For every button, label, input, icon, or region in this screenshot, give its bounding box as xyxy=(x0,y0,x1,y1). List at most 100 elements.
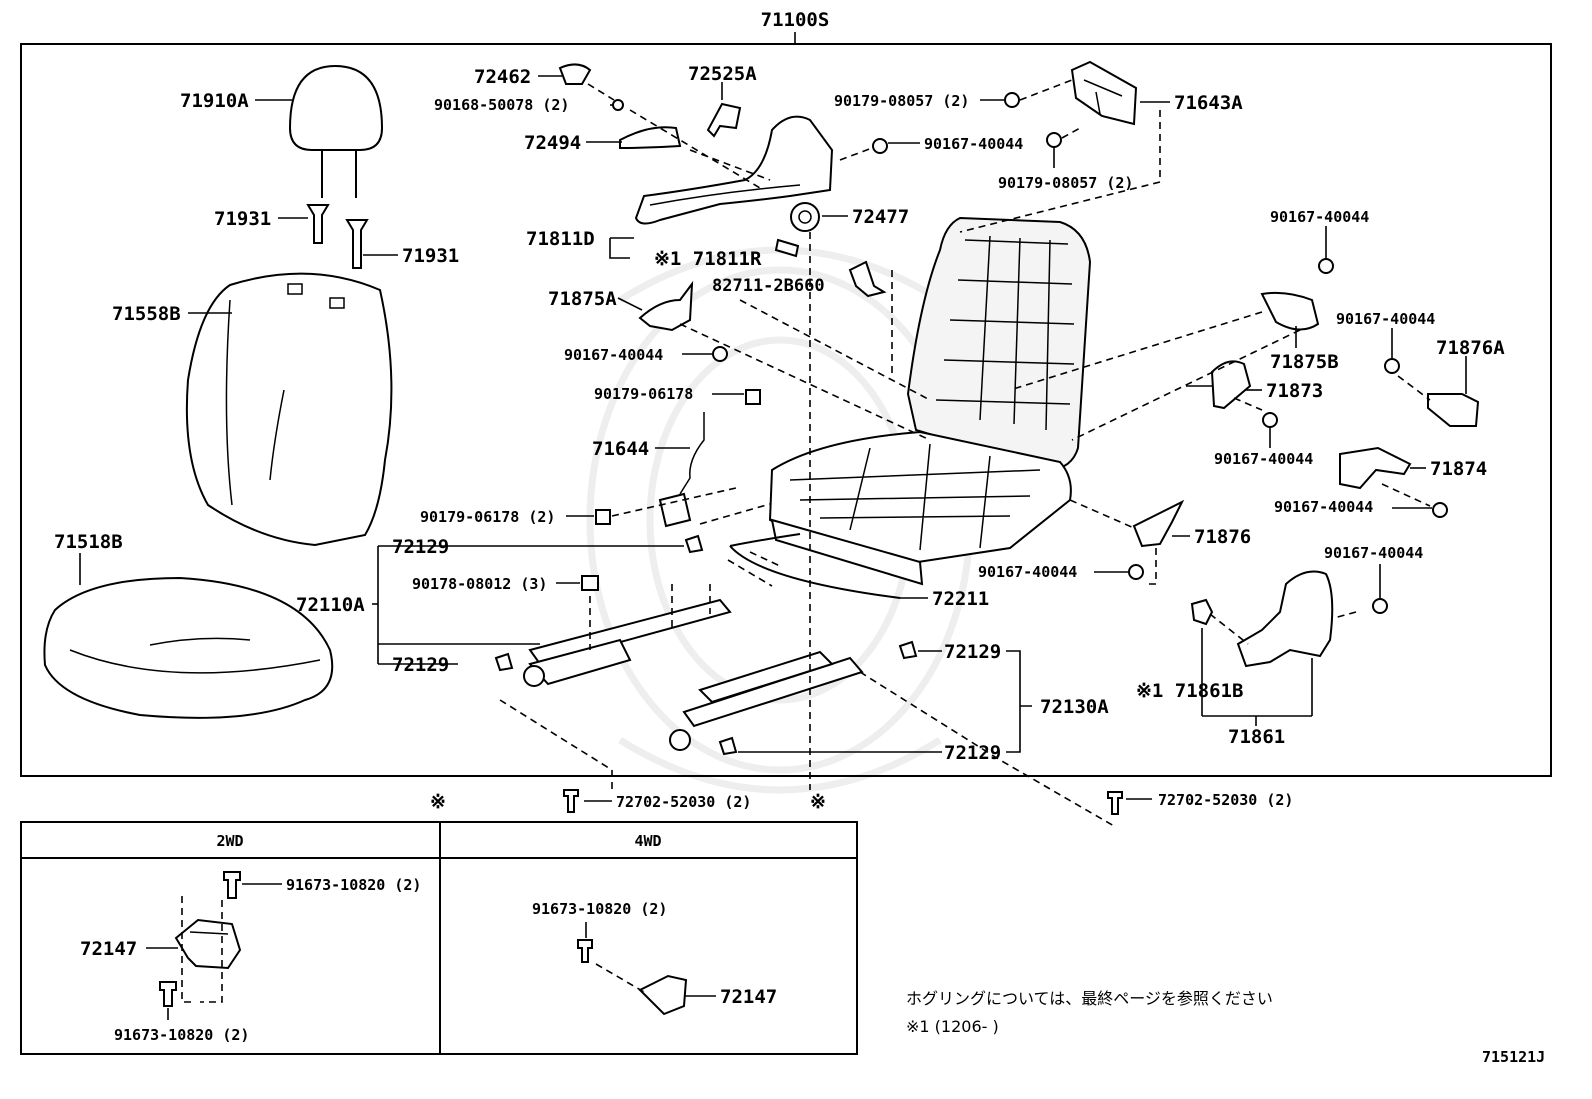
label-71931-a[interactable]: 71931 xyxy=(214,208,271,230)
label-4wd-bolt[interactable]: 91673-10820 (2) xyxy=(532,900,667,918)
bolt-2wd-bottom-part[interactable] xyxy=(159,981,177,1007)
screw-40044-r5-part[interactable] xyxy=(1128,564,1144,580)
screw-40044-r6-part[interactable] xyxy=(1372,598,1388,614)
bolt-52030-center-part[interactable] xyxy=(563,789,579,813)
screw-90168-part[interactable] xyxy=(612,99,624,111)
label-71861[interactable]: 71861 xyxy=(1228,726,1285,748)
label-90167-40044-r5[interactable]: 90167-40044 xyxy=(978,563,1077,581)
label-72130a[interactable]: 72130A xyxy=(1040,696,1109,718)
label-90167-40044-r1[interactable]: 90167-40044 xyxy=(1270,208,1369,226)
cover-71874-part[interactable] xyxy=(1339,446,1412,490)
screw-40044-r3-part[interactable] xyxy=(1262,412,1278,428)
bolt-52030-right-part[interactable] xyxy=(1107,791,1123,815)
back-cover-part[interactable] xyxy=(185,272,393,547)
label-2wd-bracket[interactable]: 72147 xyxy=(80,938,137,960)
label-71876a[interactable]: 71876A xyxy=(1436,337,1505,359)
label-72702-52030-center[interactable]: 72702-52030 (2) xyxy=(616,793,751,811)
cover-71861-part[interactable] xyxy=(1236,570,1334,668)
headrest-support-2[interactable] xyxy=(345,219,369,269)
label-90167-40044-hinge[interactable]: 90167-40044 xyxy=(924,135,1023,153)
label-90179-06178-bottom[interactable]: 90179-06178 (2) xyxy=(420,508,555,526)
label-71861b[interactable]: ※1 71861B xyxy=(1136,680,1243,702)
shield-71875b-part[interactable] xyxy=(1260,291,1320,331)
cover-71873-part[interactable] xyxy=(1186,360,1252,410)
clip-72129-b-part[interactable] xyxy=(494,652,514,672)
track-72130a-part[interactable] xyxy=(669,650,864,751)
label-71644[interactable]: 71644 xyxy=(592,438,649,460)
label-90168-50078[interactable]: 90168-50078 (2) xyxy=(434,96,569,114)
label-71875a[interactable]: 71875A xyxy=(548,288,617,310)
label-72702-52030-right[interactable]: 72702-52030 (2) xyxy=(1158,791,1293,809)
label-2wd-bolt-bottom[interactable]: 91673-10820 (2) xyxy=(114,1026,249,1044)
headrest-support-1[interactable] xyxy=(306,204,330,244)
label-71873[interactable]: 71873 xyxy=(1266,380,1323,402)
label-72525a[interactable]: 72525A xyxy=(688,63,757,85)
label-72477[interactable]: 72477 xyxy=(852,206,909,228)
label-90179-06178-top[interactable]: 90179-06178 xyxy=(594,385,693,403)
screw-40044-hinge-part[interactable] xyxy=(872,138,888,154)
label-72129-a[interactable]: 72129 xyxy=(392,536,449,558)
shield-71875a-part[interactable] xyxy=(638,280,694,332)
label-71558b[interactable]: 71558B xyxy=(112,303,181,325)
label-71931-b[interactable]: 71931 xyxy=(402,245,459,267)
cushion-cover-part[interactable] xyxy=(43,576,334,719)
bracket-71811r-part[interactable] xyxy=(774,238,800,258)
rod-72211-part[interactable] xyxy=(729,533,901,599)
label-90167-40044-r4[interactable]: 90167-40044 xyxy=(1274,498,1373,516)
label-71875b[interactable]: 71875B xyxy=(1270,351,1339,373)
label-2wd-bolt-top[interactable]: 91673-10820 (2) xyxy=(286,876,421,894)
label-72129-b[interactable]: 72129 xyxy=(392,654,449,676)
label-71811d[interactable]: 71811D xyxy=(526,228,595,250)
headrest-part[interactable] xyxy=(288,64,384,198)
nut-08057-top-part[interactable] xyxy=(1004,92,1020,108)
screw-40044-r4-part[interactable] xyxy=(1432,502,1448,518)
wire-71644-part[interactable] xyxy=(658,412,705,528)
screw-40044-r2-part[interactable] xyxy=(1384,358,1400,374)
assembly-code[interactable]: 71100S xyxy=(761,9,830,31)
clip-72129-a-part[interactable] xyxy=(684,534,704,554)
harness-clip-part[interactable] xyxy=(848,260,887,298)
label-71811r[interactable]: ※1 71811R xyxy=(654,248,762,270)
label-90178-08012[interactable]: 90178-08012 (3) xyxy=(412,575,547,593)
adjuster-link-part[interactable] xyxy=(790,202,820,232)
label-82711-2b660[interactable]: 82711-2B660 xyxy=(712,276,825,296)
label-71910a[interactable]: 71910A xyxy=(180,90,249,112)
hinge-71643a-part[interactable] xyxy=(1070,60,1138,126)
screw-40044-left-part[interactable] xyxy=(712,346,728,362)
label-90167-40044-left[interactable]: 90167-40044 xyxy=(564,346,663,364)
label-72110a[interactable]: 72110A xyxy=(296,594,365,616)
bracket-4wd-part[interactable] xyxy=(638,974,688,1016)
label-72462[interactable]: 72462 xyxy=(474,66,531,88)
label-72211[interactable]: 72211 xyxy=(932,588,989,610)
label-4wd-bracket[interactable]: 72147 xyxy=(720,986,777,1008)
cover-71876a-part[interactable] xyxy=(1427,393,1480,427)
nut-06178-top-part[interactable] xyxy=(745,389,761,405)
label-90167-40044-r6[interactable]: 90167-40044 xyxy=(1324,544,1423,562)
label-71876[interactable]: 71876 xyxy=(1194,526,1251,548)
label-71874[interactable]: 71874 xyxy=(1430,458,1487,480)
label-72494[interactable]: 72494 xyxy=(524,132,581,154)
knob-part[interactable] xyxy=(706,102,742,138)
clip-72129-c-part[interactable] xyxy=(898,640,918,660)
label-71518b[interactable]: 71518B xyxy=(54,531,123,553)
cover-71876-part[interactable] xyxy=(1132,499,1185,548)
bolt-2wd-top-part[interactable] xyxy=(223,871,241,899)
lever-cover-part[interactable] xyxy=(558,63,592,85)
bracket-2wd-part[interactable] xyxy=(174,918,242,970)
nut-06178-bottom-part[interactable] xyxy=(595,509,611,525)
label-71643a[interactable]: 71643A xyxy=(1174,92,1243,114)
label-72129-c[interactable]: 72129 xyxy=(944,641,1001,663)
cover-71861b-part[interactable] xyxy=(1190,598,1214,626)
screw-40044-r1-part[interactable] xyxy=(1318,258,1334,274)
nut-08057-bottom-part[interactable] xyxy=(1046,132,1062,148)
label-72129-d[interactable]: 72129 xyxy=(944,742,1001,764)
seat-frame-part[interactable] xyxy=(768,216,1092,586)
track-72110a-part[interactable] xyxy=(523,598,732,687)
clip-72129-d-part[interactable] xyxy=(718,736,738,756)
recliner-lever-part[interactable] xyxy=(619,126,682,150)
nut-08012-part[interactable] xyxy=(581,575,599,591)
bolt-4wd-part[interactable] xyxy=(577,939,593,963)
shield-71811d-part[interactable] xyxy=(634,115,834,225)
label-90179-08057-bottom[interactable]: 90179-08057 (2) xyxy=(998,174,1133,192)
label-90167-40044-r2[interactable]: 90167-40044 xyxy=(1336,310,1435,328)
